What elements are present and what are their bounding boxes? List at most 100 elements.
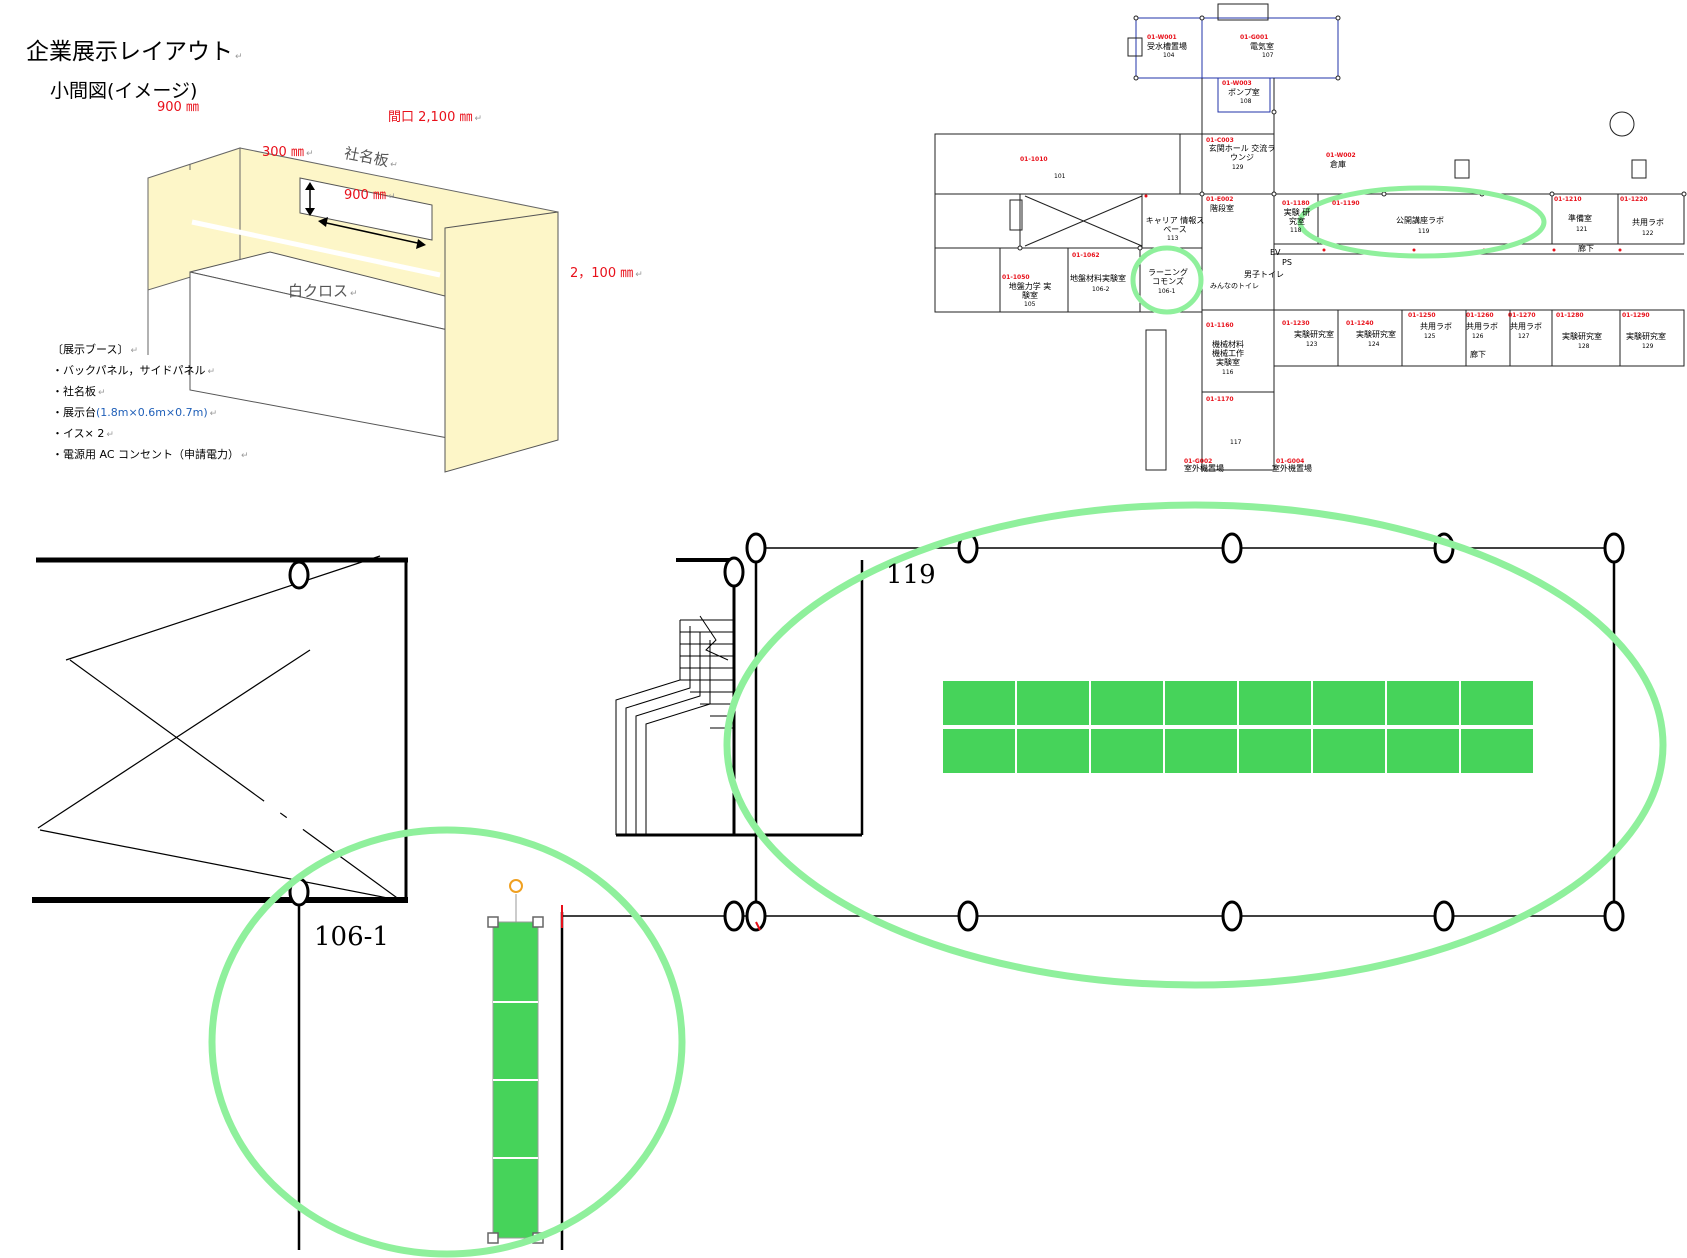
booth-grid-119: [941, 679, 1535, 775]
room-num: 117: [1230, 439, 1242, 446]
room-name: 実験 研究室: [1283, 208, 1311, 226]
room-code: 01-1062: [1072, 252, 1100, 259]
room-code: 01-1220: [1620, 196, 1648, 203]
room-code: 01-1050: [1002, 274, 1030, 281]
spec-item: ・社名板↵: [52, 385, 106, 398]
room-name: ポンプ室: [1228, 88, 1260, 97]
room-name-119: 公開講座ラボ: [1396, 216, 1444, 225]
right-side-panel: [444, 211, 559, 473]
room-num: 104: [1163, 52, 1175, 59]
room-name: 地盤力学 実験室: [1008, 282, 1052, 300]
room-num: 124: [1368, 341, 1380, 348]
room-code: 01-W001: [1147, 34, 1177, 41]
booth-spec-list: 〔展示ブース〕↵ ・バックパネル，サイドパネル↵ ・社名板↵ ・展示台(1.8m…: [52, 340, 249, 466]
spec-item: ・バックパネル，サイドパネル↵: [52, 364, 215, 377]
room-name: 玄関ホール 交流ラウンジ: [1208, 144, 1276, 162]
spec-item: ・展示台(1.8m×0.6m×0.7m)↵: [52, 406, 218, 419]
room-name: 機械材料 機械工作 実験室: [1212, 340, 1244, 367]
room-num: 108: [1240, 98, 1252, 105]
room-name: 実験研究室: [1562, 332, 1602, 341]
room-num: 106-1: [1158, 288, 1176, 295]
room-num: 127: [1518, 333, 1530, 340]
booth-column-106-1[interactable]: [487, 879, 544, 1244]
room-num: 126: [1472, 333, 1484, 340]
resize-handle-tr[interactable]: [532, 916, 544, 928]
room-num: 105: [1024, 301, 1036, 308]
dim-sign-width: 900 ㎜↵: [344, 188, 396, 203]
room-code: 01-1160: [1206, 322, 1234, 329]
room-code: 01-W003: [1222, 80, 1252, 87]
dim-top-width: 900 ㎜: [157, 100, 199, 115]
resize-handle-tl[interactable]: [487, 916, 499, 928]
spec-item: ・電源用 AC コンセント（申請電力）↵: [52, 448, 249, 461]
room-num: 106-2: [1092, 286, 1110, 293]
room-code: 01-1210: [1554, 196, 1582, 203]
highlight-119-small: [1297, 185, 1547, 259]
room-name: 電気室: [1250, 42, 1274, 51]
room-code: 01-1190: [1332, 200, 1360, 207]
room-name: 実験研究室: [1626, 332, 1666, 341]
room-num: 107: [1262, 52, 1274, 59]
dim-depth: 300 ㎜↵: [262, 145, 314, 160]
spec-heading: 〔展示ブース〕↵: [52, 343, 138, 356]
room-name: 共用ラボ: [1632, 218, 1664, 227]
room-code: 01-1230: [1282, 320, 1310, 327]
room-name: 地盤材料実験室: [1070, 274, 1126, 283]
toilet-label: 男子トイレ: [1244, 270, 1284, 279]
corridor-label: 廊下: [1470, 350, 1486, 359]
rotate-handle[interactable]: [509, 879, 523, 893]
floor-plan: [934, 3, 1687, 471]
room-num: 123: [1306, 341, 1318, 348]
room-name: 室外機置場: [1184, 464, 1224, 473]
room-num: 121: [1576, 226, 1588, 233]
room-code: 01-C003: [1206, 137, 1234, 144]
corridor-label: 廊下: [1578, 244, 1594, 253]
room-code: 01-E002: [1206, 196, 1234, 203]
room-name: 実験研究室: [1356, 330, 1396, 339]
resize-handle-bl[interactable]: [487, 1232, 499, 1244]
room-num: 101: [1054, 173, 1066, 180]
room-code: 01-G004: [1276, 458, 1305, 465]
room-code: 01-G002: [1184, 458, 1213, 465]
room-code: 01-G001: [1240, 34, 1269, 41]
dim-height: 2，100 ㎜↵: [570, 266, 643, 281]
room-name: 階段室: [1210, 204, 1234, 213]
room-code: 01-1180: [1282, 200, 1310, 207]
room-name: 共用ラボ: [1466, 322, 1498, 331]
room-num: 119: [1418, 228, 1430, 235]
page-subtitle: 小間図(イメージ): [50, 80, 198, 102]
booth-sketch: [147, 147, 559, 473]
room-num: 125: [1424, 333, 1436, 340]
room-name: 倉庫: [1330, 160, 1346, 169]
sign-board: [299, 177, 433, 241]
highlight-119-large: [723, 501, 1667, 989]
room-code: 01-1240: [1346, 320, 1374, 327]
room-name: 受水槽置場: [1147, 42, 1187, 51]
page-title: 企業展示レイアウト↵: [26, 39, 243, 65]
room-num: 129: [1232, 164, 1244, 171]
room-num: 113: [1167, 235, 1179, 242]
room-name-106-1: ラーニング コモンズ: [1148, 268, 1188, 286]
room-code: 01-1290: [1622, 312, 1650, 319]
room-name: 準備室: [1568, 214, 1592, 223]
ps-label: PS: [1282, 258, 1292, 267]
dim-frontage: 間口 2,100 ㎜↵: [388, 110, 483, 125]
toilet2-label: みんなのトイレ: [1210, 282, 1259, 290]
room-code: 01-1250: [1408, 312, 1436, 319]
room-num: 116: [1222, 369, 1234, 376]
width-arrow: [321, 221, 423, 245]
room-name: 室外機置場: [1272, 464, 1312, 473]
room-name: キャリア 情報スペース: [1145, 216, 1205, 234]
room-name: 実験研究室: [1294, 330, 1334, 339]
room-code: 01-1280: [1556, 312, 1584, 319]
room-119-label: 119: [886, 560, 936, 590]
room-num: 122: [1642, 230, 1654, 237]
room-code: 01-1260: [1466, 312, 1494, 319]
highlight-106-1-large: [208, 826, 686, 1258]
room-code: 01-1010: [1020, 156, 1048, 163]
ev-label: EV: [1270, 248, 1281, 257]
cloth-label: 白クロス↵: [288, 282, 358, 300]
room-num: 128: [1578, 343, 1590, 350]
room-code: 01-1270: [1508, 312, 1536, 319]
